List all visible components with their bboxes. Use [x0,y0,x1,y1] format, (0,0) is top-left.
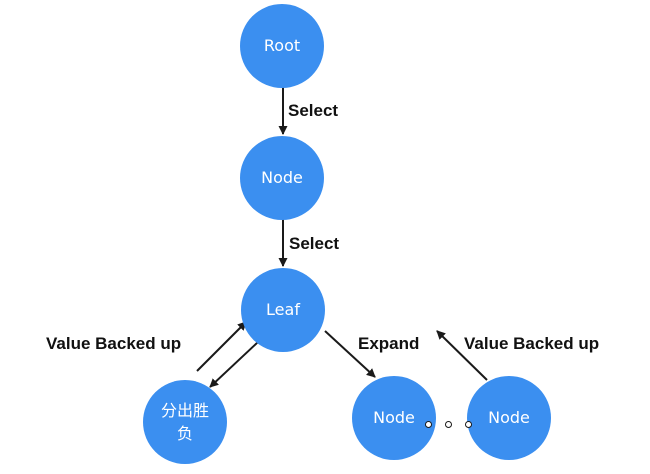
ellipsis-dot-1 [425,421,432,428]
outcome-node: 分出胜 负 [143,380,227,464]
expanded-node-2: Node [467,376,551,460]
select-label-2: Select [289,234,340,253]
ellipsis-dot-3 [465,421,472,428]
expanded-node: Node [352,376,436,460]
select-label-1: Select [288,101,339,120]
backup-arrow-right [436,330,488,381]
descend-arrow-left [209,341,259,388]
middle-node: Node [240,136,324,220]
backup-label-left: Value Backed up [46,334,182,353]
root-node: Root [240,4,324,88]
leaf-node: Leaf [241,268,325,352]
backup-arrow-left [196,321,247,372]
expand-label: Expand [358,334,420,353]
backup-label-right: Value Backed up [464,334,600,353]
ellipsis-dot-2 [445,421,452,428]
expand-arrow [324,330,376,378]
